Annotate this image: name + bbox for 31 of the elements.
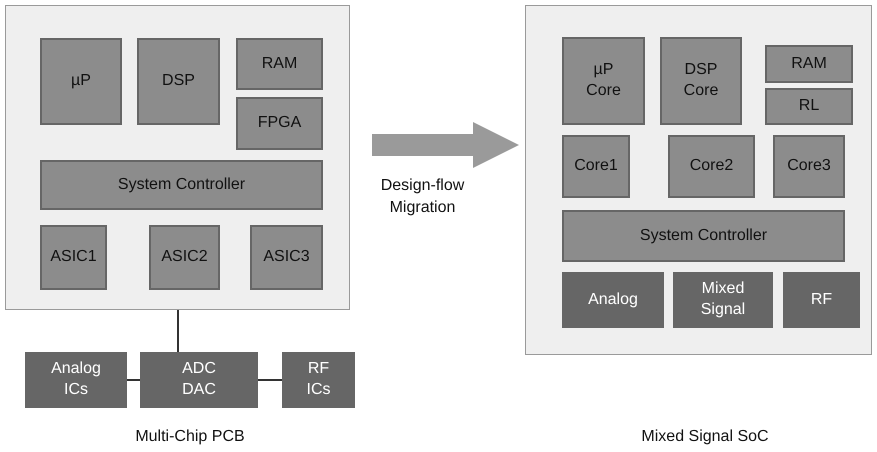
chip-block: Analog ICs <box>25 352 127 408</box>
connector-line <box>258 379 282 381</box>
chip-block: Core3 <box>773 135 845 198</box>
chip-block: Mixed Signal <box>673 272 773 328</box>
chip-block: ASIC2 <box>149 225 220 290</box>
chip-block: FPGA <box>236 97 323 150</box>
chip-block: Core1 <box>562 135 630 198</box>
chip-block: µP <box>40 38 122 125</box>
edge-label: Design-flow Migration <box>380 176 466 218</box>
chip-block: System Controller <box>40 160 323 210</box>
chip-block: RAM <box>765 45 853 83</box>
chip-block: Analog <box>562 272 664 328</box>
chip-block: DSP Core <box>660 37 742 125</box>
chip-block: RF ICs <box>282 352 355 408</box>
connector-line <box>127 379 140 381</box>
block-arrow <box>372 122 519 168</box>
board-panel <box>5 5 350 310</box>
chip-block: ADC DAC <box>140 352 258 408</box>
chip-block: DSP <box>137 38 220 125</box>
connector-line <box>177 310 179 352</box>
chip-block: Core2 <box>668 135 755 198</box>
chip-block: RF <box>783 272 860 328</box>
chip-block: RL <box>765 88 853 125</box>
chip-block: System Controller <box>562 210 845 262</box>
chip-block: RAM <box>236 38 323 90</box>
board-panel <box>525 5 872 355</box>
chip-block: µP Core <box>562 37 645 125</box>
caption: Multi-Chip PCB <box>134 428 246 446</box>
caption: Mixed Signal SoC <box>640 428 770 446</box>
chip-block: ASIC3 <box>250 225 323 290</box>
chip-block: ASIC1 <box>40 225 107 290</box>
